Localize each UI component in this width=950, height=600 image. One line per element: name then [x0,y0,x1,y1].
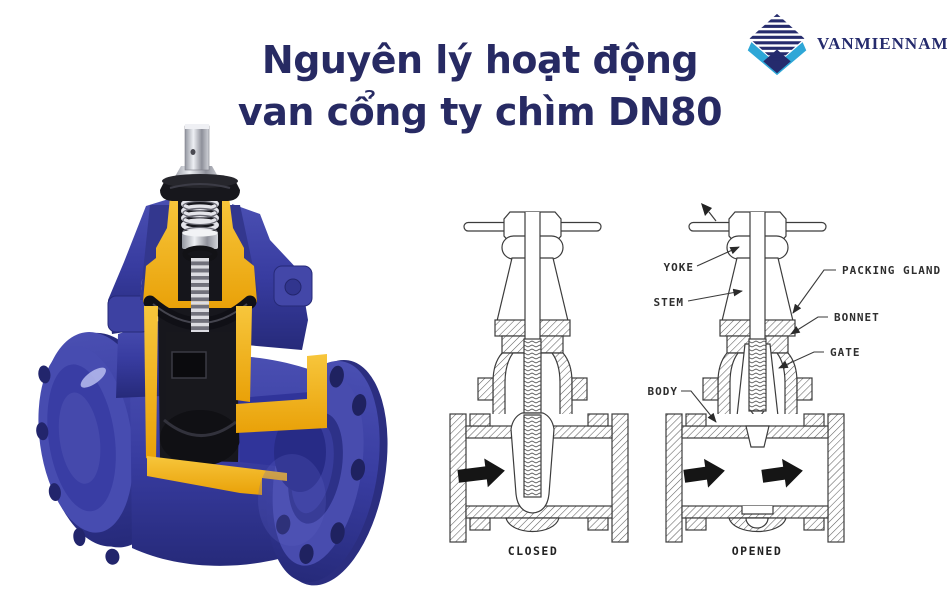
threaded-stem [191,258,209,348]
caption-closed: CLOSED [508,544,559,558]
logo-small-diamond [763,49,791,74]
gland-cap [160,174,240,201]
stem-bearing [182,233,218,249]
bolt-head [284,278,302,296]
closed-valve-drawing [449,211,629,543]
page-title: Nguyên lý hoạt động van cổng ty chìm DN8… [145,34,815,138]
valve-cutaway-illustration [36,124,388,586]
label-packing-gland: PACKING GLAND [842,264,941,277]
flow-arrow-blocked [457,458,505,488]
opened-valve-drawing [665,203,845,543]
caption-opened: OPENED [732,544,783,558]
title-line-1: Nguyên lý hoạt động [261,38,699,82]
valve-principle-diagram: YOKE STEM BODY PACKING GLAND BONNET GATE… [449,203,941,558]
cut-pipe-bottom [147,456,287,495]
stem-threads-closed [523,338,542,414]
yoke-opened [721,257,753,322]
label-gate: GATE [830,346,861,359]
label-yoke: YOKE [664,261,695,274]
brand-logo: VANMIENNAM [744,12,949,76]
rotate-arrow [708,211,717,222]
cut-strip-left [144,306,158,462]
brand-name: VANMIENNAM [817,34,949,53]
label-stem: STEM [654,296,685,309]
title-line-2: van cổng ty chìm DN80 [237,90,723,134]
cut-pipe-top [236,354,327,433]
yoke-closed [496,257,528,322]
brand-diamond-icon [747,13,807,76]
label-bonnet: BONNET [834,311,880,324]
cut-strip-right [236,306,252,402]
flow-arrow-in [683,458,725,488]
leader-lines [681,246,836,423]
rubber-gate [160,332,240,466]
logo-striped-diamond [749,13,805,61]
stem-square-tip [184,125,210,171]
flow-arrow-out [761,458,803,488]
label-body: BODY [648,385,679,398]
stem-threads-opened [748,338,767,412]
